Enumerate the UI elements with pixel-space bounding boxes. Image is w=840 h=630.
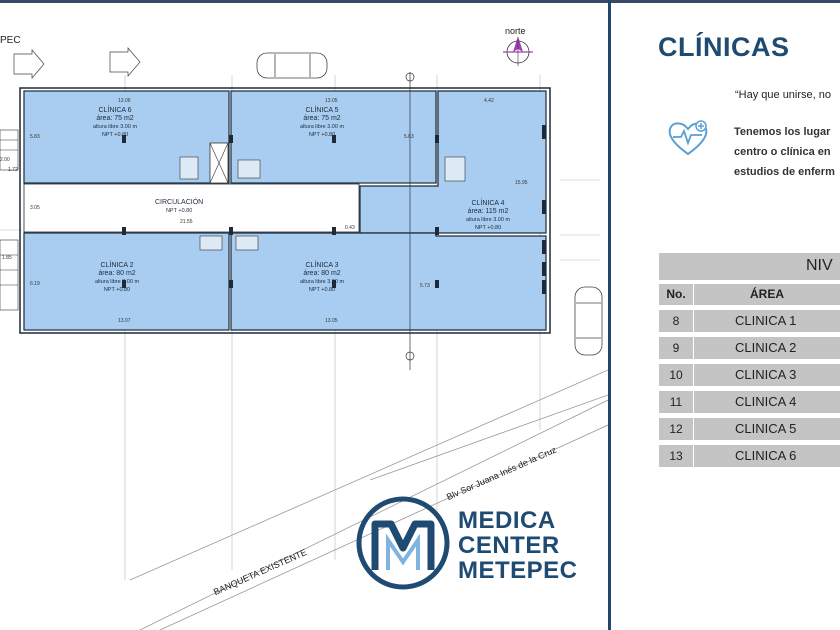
car-right — [574, 286, 603, 356]
clinic-name: CLÍNICA 6 — [98, 107, 132, 114]
clinic-area: área: 75 m2 — [303, 115, 341, 122]
section-axis — [405, 72, 415, 370]
page-divider — [608, 0, 611, 630]
description-line: centro o clínica en — [734, 146, 831, 158]
clinic-npt: NPT +0.80 — [308, 132, 336, 138]
dim-label: 15.95 — [515, 180, 528, 186]
area-text: CLINICA 4 — [735, 394, 797, 409]
table-cell-no: 10 — [659, 364, 693, 386]
clinic-area: área: 80 m2 — [303, 270, 341, 277]
room-clinica-2 — [23, 232, 230, 331]
area-text: CLINICA 3 — [735, 367, 797, 382]
table-cell-no: 13 — [659, 445, 693, 467]
table-cell-area: CLINICA 6 — [694, 445, 840, 467]
clinica-5-label: CLÍNICA 5 área: 75 m2 altura libre 3.00 … — [300, 107, 344, 139]
clinic-npt: NPT +0.80 — [103, 287, 131, 293]
table-cell-no: 9 — [659, 337, 693, 359]
level-header-text: NIV — [806, 257, 833, 274]
clinic-npt: NPT +0.80 — [308, 287, 336, 293]
circulation-name: CIRCULACIÓN — [155, 199, 204, 206]
dim-label: 6.19 — [30, 281, 40, 287]
north-symbol — [503, 36, 533, 66]
clinic-name: CLÍNICA 2 — [100, 262, 134, 269]
columns — [122, 125, 546, 294]
table-cell-area: CLINICA 1 — [694, 310, 840, 332]
clinica-3-label: CLÍNICA 3 área: 80 m2 altura libre 3.00 … — [300, 262, 344, 294]
car-top — [256, 52, 328, 79]
floor-plan-drawing — [0, 36, 608, 630]
logo-emblem — [356, 496, 450, 590]
clinic-area: área: 115 m2 — [467, 208, 509, 215]
clinic-height: altura libre 3.00 m — [300, 279, 345, 285]
area-text: CLINICA 6 — [735, 448, 797, 463]
description-line: Tenemos los lugar — [734, 126, 831, 138]
north-label: norte — [505, 26, 526, 36]
table-level-header: NIV — [659, 253, 840, 280]
dim-label: 13.06 — [118, 98, 131, 104]
circulation-label: CIRCULACIÓN NPT +0.80 — [155, 199, 203, 215]
circulation-area — [23, 183, 360, 233]
area-text: CLINICA 5 — [735, 421, 797, 436]
clinic-npt: NPT +0.80 — [474, 225, 502, 231]
dim-label: 13.07 — [118, 318, 131, 324]
left-stair — [0, 129, 19, 311]
description-line: estudios de enferm — [734, 166, 835, 178]
building-outline — [19, 87, 551, 334]
quote-text: “Hay que unirse, no — [735, 89, 831, 101]
top-left-label: PEC — [0, 35, 21, 46]
heart-pulse-icon — [668, 120, 708, 156]
clinica-6-label: CLÍNICA 6 área: 75 m2 altura libre 3.00 … — [93, 107, 137, 139]
page-title: CLÍNICAS — [658, 32, 790, 62]
area-text: CLINICA 1 — [735, 313, 797, 328]
clinic-area: área: 75 m2 — [96, 115, 134, 122]
entry-arrows — [13, 47, 141, 79]
clinic-name: CLÍNICA 5 — [305, 107, 339, 114]
dim-label: 5.73 — [420, 283, 430, 289]
floor-plan: PEC norte CLÍNICA 6 área: 75 m2 altura l… — [0, 26, 608, 630]
dim-label: 1.85 — [2, 255, 12, 261]
logo-text: MEDICA CENTER METEPEC — [458, 508, 578, 583]
dim-label: 4.42 — [484, 98, 494, 104]
clinic-area: área: 80 m2 — [98, 270, 136, 277]
table-cell-no: 8 — [659, 310, 693, 332]
table-cell-no: 12 — [659, 418, 693, 440]
dim-label: 13.05 — [325, 318, 338, 324]
table-cell-area: CLINICA 4 — [694, 391, 840, 413]
clinica-2-label: CLÍNICA 2 área: 80 m2 altura libre 3.00 … — [95, 262, 139, 294]
column-header-area: ÁREA — [694, 284, 840, 305]
clinic-height: altura libre 3.00 m — [93, 124, 138, 130]
clinica-4-label: CLÍNICA 4 área: 115 m2 altura libre 3.00… — [466, 200, 510, 232]
dim-label: 5.83 — [404, 134, 414, 140]
clinic-height: altura libre 3.00 m — [95, 279, 140, 285]
column-header-no: No. — [659, 284, 693, 305]
table-cell-area: CLINICA 3 — [694, 364, 840, 386]
clinic-name: CLÍNICA 4 — [471, 200, 505, 207]
circulation-npt: NPT +0.80 — [165, 208, 193, 214]
dim-label: 13.05 — [325, 98, 338, 104]
dim-label: 21.55 — [180, 219, 193, 225]
column-header-area-text: ÁREA — [750, 287, 785, 301]
street-lines — [129, 369, 608, 630]
table-cell-area: CLINICA 5 — [694, 418, 840, 440]
logo-line: METEPEC — [458, 557, 578, 584]
area-text: CLINICA 2 — [735, 340, 797, 355]
logo-line: CENTER — [458, 532, 560, 559]
dim-label: 5.83 — [30, 134, 40, 140]
clinic-height: altura libre 3.00 m — [466, 217, 511, 223]
clinic-height: altura libre 3.00 m — [300, 124, 345, 130]
table-cell-no: 11 — [659, 391, 693, 413]
bathroom-fixtures — [179, 156, 466, 251]
room-clinica-3 — [230, 232, 547, 331]
dim-label: 2.00 — [0, 157, 10, 163]
logo-line: MEDICA — [458, 507, 556, 534]
top-border — [0, 0, 840, 3]
clinic-name: CLÍNICA 3 — [305, 262, 339, 269]
dim-label: 1.72 — [8, 167, 18, 173]
clinic-npt: NPT +0.80 — [101, 132, 129, 138]
dim-label: 0.43 — [345, 225, 355, 231]
table-cell-area: CLINICA 2 — [694, 337, 840, 359]
dim-label: 3.05 — [30, 205, 40, 211]
